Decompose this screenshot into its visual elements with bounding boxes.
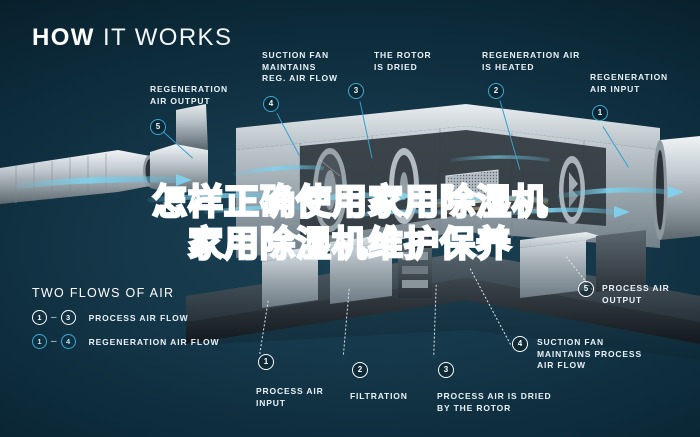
callout-label-regeneration-air-input: REGENERATION AIR INPUT xyxy=(590,72,669,94)
overlay-headline-line1: 怎样正确使用家用除湿机 xyxy=(0,183,700,223)
legend-label-regeneration-air-flow: REGENERATION AIR FLOW xyxy=(88,336,220,347)
marker-2-regeneration-air-heated[interactable]: 2 xyxy=(488,83,504,99)
callout-label-filtration: FILTRATION xyxy=(350,391,408,401)
callout-label-process-air-input: PROCESS AIR INPUT xyxy=(256,386,324,408)
marker-5-process-air-output[interactable]: 5 xyxy=(578,281,594,297)
callout-label-regeneration-air-output: REGENERATION AIR OUTPUT xyxy=(150,84,229,106)
overlay-headline-line2: 家用除湿机维护保养 xyxy=(0,225,700,265)
marker-4-suction-fan-process[interactable]: 4 xyxy=(512,336,528,352)
legend-pill-from-1: 1 xyxy=(32,310,47,325)
legend-pill-to-3: 3 xyxy=(60,310,76,325)
legend-pill-to-4: 4 xyxy=(60,334,76,349)
overlay-headline-line2-text: 家用除湿机维护保养 xyxy=(187,225,513,265)
callout-label-process-air-output: PROCESS AIR OUTPUT xyxy=(602,283,670,305)
marker-2-filtration[interactable]: 2 xyxy=(352,362,368,378)
marker-3-process-air-dried[interactable]: 3 xyxy=(438,362,454,378)
legend-heading: TWO FLOWS OF AIR xyxy=(32,286,175,300)
legend: TWO FLOWS OF AIR 1 – 3 PROCESS AIR FLOW … xyxy=(32,286,219,358)
marker-1-regeneration-air-input[interactable]: 1 xyxy=(592,105,608,121)
legend-row-regeneration-air-flow: 1 – 4 REGENERATION AIR FLOW xyxy=(32,334,219,349)
marker-1-process-air-input[interactable]: 1 xyxy=(258,354,274,370)
callout-label-rotor-is-dried: THE ROTOR IS DRIED xyxy=(374,50,432,72)
marker-4-suction-fan-reg[interactable]: 4 xyxy=(263,96,279,112)
legend-dash-2: – xyxy=(51,336,57,347)
legend-label-process-air-flow: PROCESS AIR FLOW xyxy=(88,312,189,323)
page-title-bold: HOW xyxy=(32,24,95,51)
page-title: HOW IT WORKS xyxy=(32,26,232,50)
overlay-headline-line1-text: 怎样正确使用家用除湿机 xyxy=(151,183,549,223)
callout-label-regeneration-air-heated: REGENERATION AIR IS HEATED xyxy=(482,50,581,72)
callout-label-suction-fan-reg: SUCTION FAN MAINTAINS REG. AIR FLOW xyxy=(262,50,338,83)
legend-pill-from-1-cyan: 1 xyxy=(32,334,47,349)
callout-label-suction-fan-process: SUCTION FAN MAINTAINS PROCESS AIR FLOW xyxy=(537,337,642,370)
marker-5-regeneration-air-output[interactable]: 5 xyxy=(150,119,166,135)
legend-dash-1: – xyxy=(51,312,57,323)
legend-row-process-air-flow: 1 – 3 PROCESS AIR FLOW xyxy=(32,310,219,325)
marker-3-rotor-is-dried[interactable]: 3 xyxy=(348,83,364,99)
callout-label-process-air-dried: PROCESS AIR IS DRIED BY THE ROTOR xyxy=(437,391,552,413)
page-title-light: IT WORKS xyxy=(102,24,233,51)
